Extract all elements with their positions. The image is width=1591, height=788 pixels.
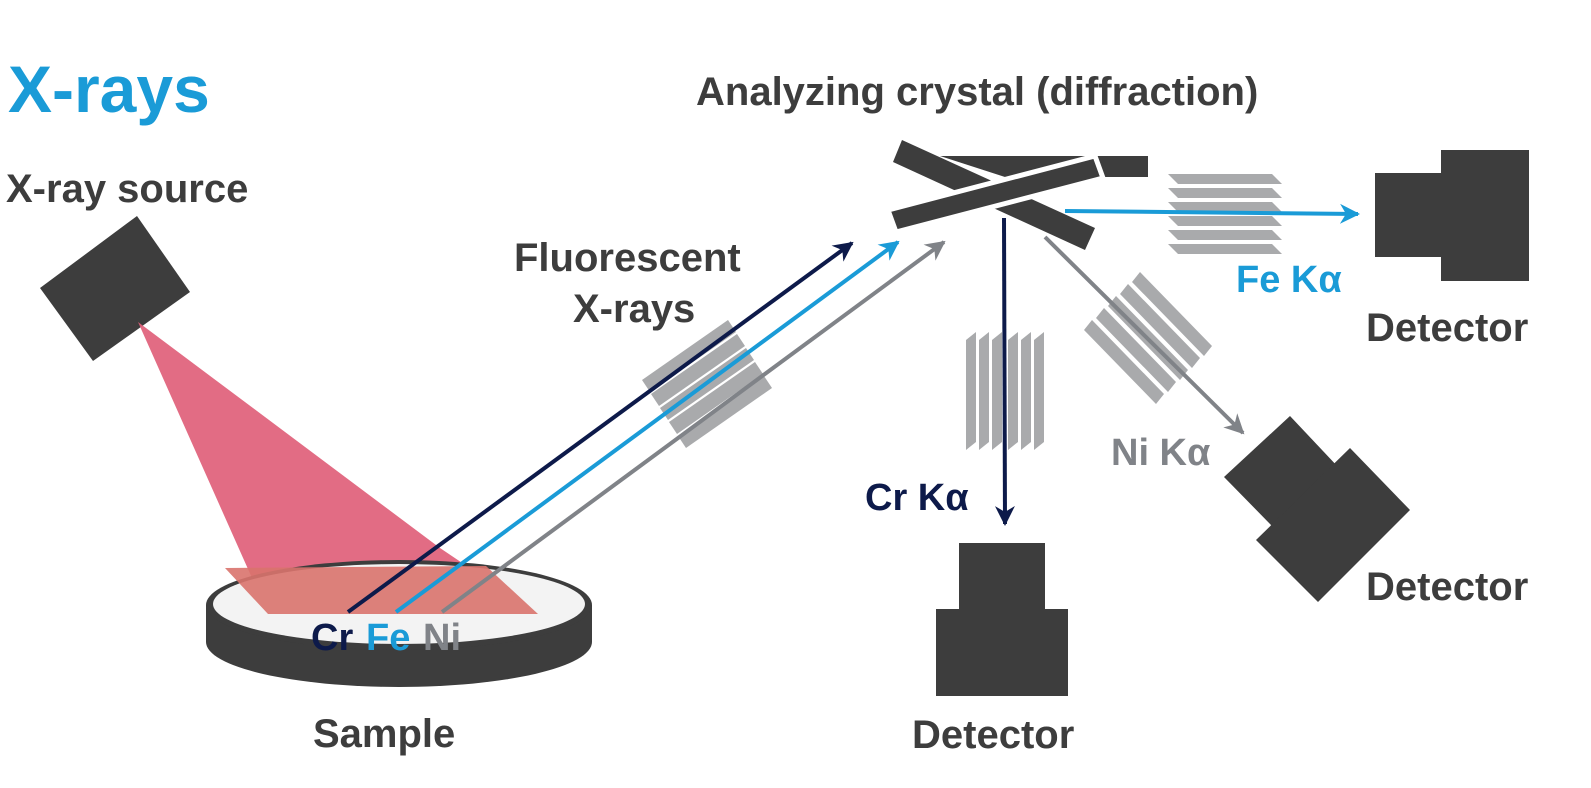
detector-mid-right-label: Detector [1366,565,1528,609]
element-fe-label: Fe [366,617,410,659]
ni-line-label: Ni Kα [1111,432,1210,474]
detector-bottom-label: Detector [912,713,1074,757]
fe-diffracted-ray [1064,203,1360,224]
element-ni-label: Ni [423,617,461,659]
ni-fluorescent-ray [440,240,946,614]
page-title: X-rays [8,52,210,126]
detector-top-right-label: Detector [1366,306,1528,350]
crystal-label: Analyzing crystal (diffraction) [696,70,1258,114]
detector-icon [1224,416,1410,602]
detector-icon [1375,150,1529,281]
detector-icon [936,543,1068,696]
fe-fluorescent-ray [394,240,900,614]
fluorescent-label-line2: X-rays [573,287,695,331]
x-ray-source-box-icon [40,216,190,361]
cr-fluorescent-ray [346,241,854,614]
cr-diffracted-ray [994,217,1015,526]
element-cr-label: Cr [311,617,353,659]
sample-label: Sample [313,712,455,756]
sample-disc-icon [206,560,592,687]
ni-diffracted-ray [1043,235,1245,435]
analyzing-crystal-icon [884,140,1148,250]
excitation-beam [138,322,538,614]
fe-line-label: Fe Kα [1236,259,1342,301]
cr-line-label: Cr Kα [865,477,969,519]
fluorescent-label-line1: Fluorescent [514,236,741,280]
fe-collimator-icon [1168,174,1282,254]
source-label: X-ray source [6,167,248,211]
cr-collimator-icon [966,332,1044,450]
